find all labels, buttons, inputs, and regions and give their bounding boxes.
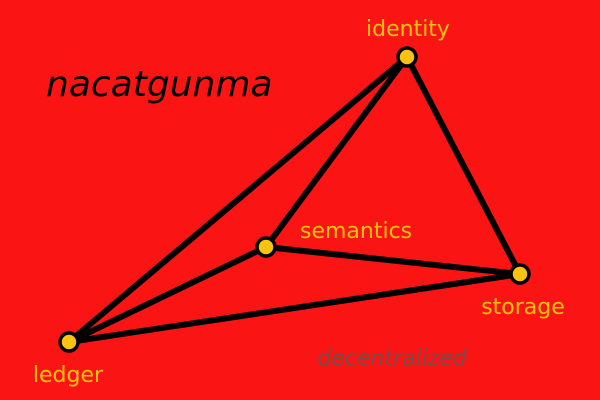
- node-semantics: [255, 236, 277, 258]
- edge-ledger-semantics: [66, 244, 269, 345]
- node-label-semantics: semantics: [300, 219, 412, 244]
- diagram-title: nacatgunma: [46, 64, 272, 105]
- node-label-identity: identity: [366, 17, 450, 42]
- edge-ledger-identity: [66, 54, 410, 345]
- edge-identity-semantics: [263, 54, 410, 250]
- watermark-text: decentralized: [317, 346, 468, 371]
- nodes-layer: [58, 46, 531, 353]
- node-ledger: [58, 331, 80, 353]
- edge-identity-storage: [404, 54, 523, 277]
- node-label-ledger: ledger: [33, 363, 104, 388]
- node-identity: [396, 46, 418, 68]
- node-label-storage: storage: [481, 295, 565, 320]
- edge-semantics-storage: [263, 244, 523, 277]
- edge-ledger-storage: [66, 271, 523, 345]
- node-storage: [509, 263, 531, 285]
- edges-layer: [66, 54, 523, 345]
